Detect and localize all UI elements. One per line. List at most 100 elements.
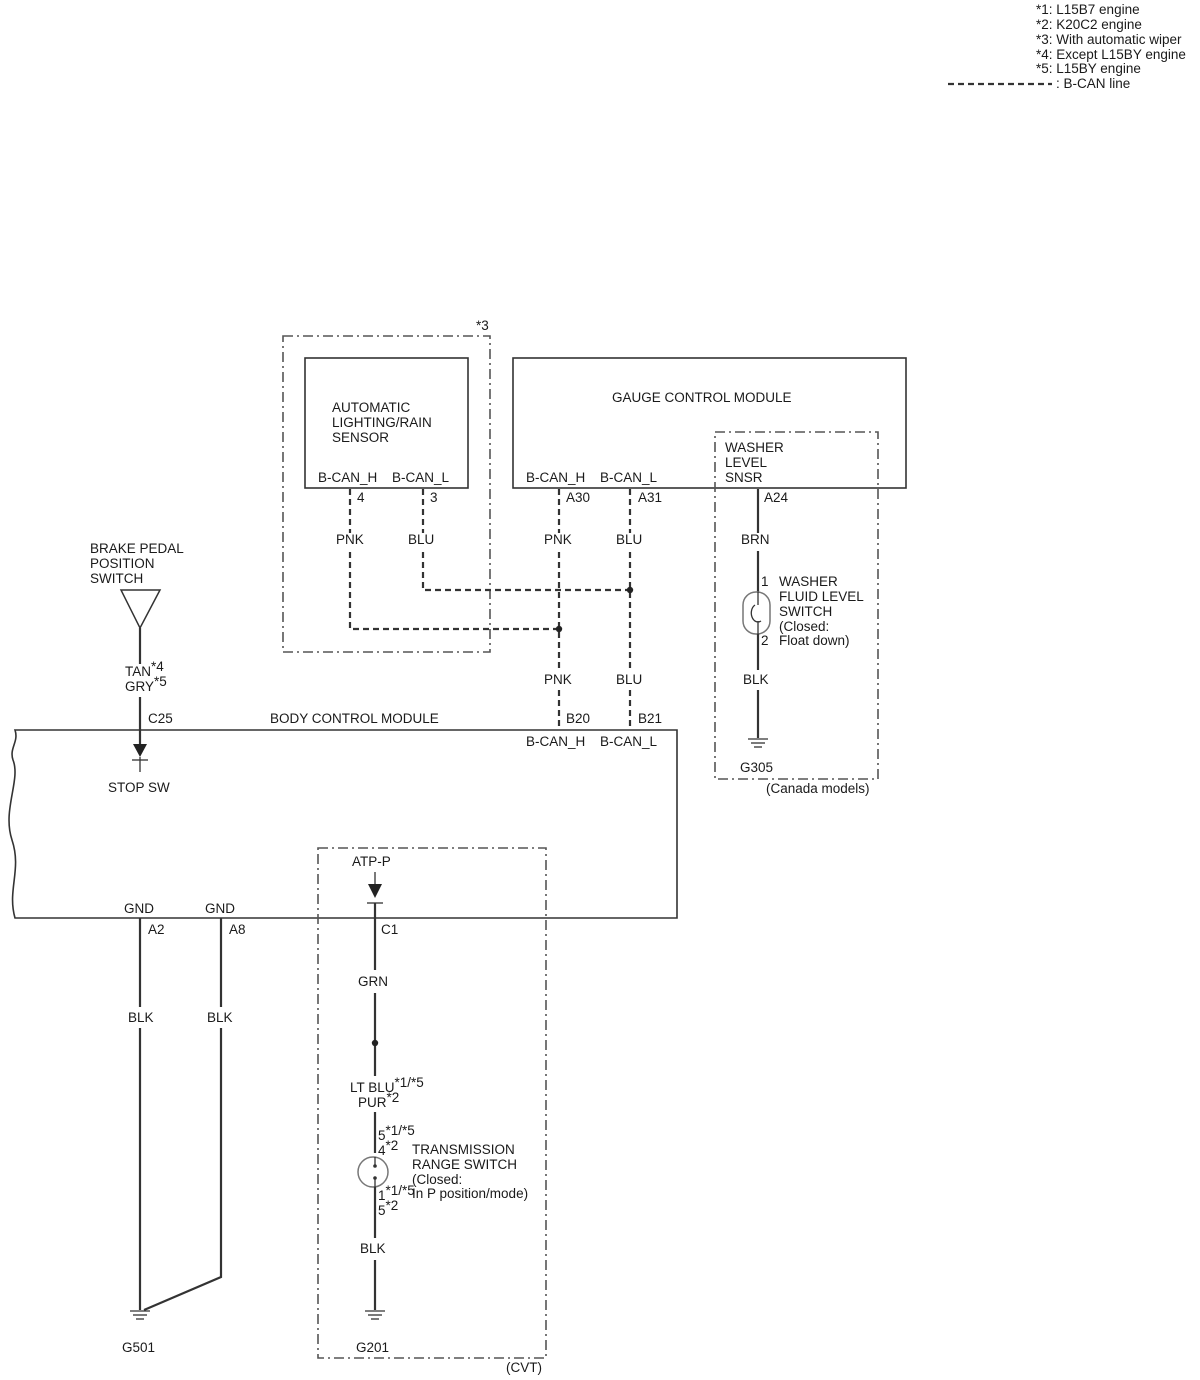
trans-wire-color-2: PUR*2: [358, 1090, 399, 1110]
rain-sensor-can-l-wire: [421, 489, 630, 592]
can-l-splice: [626, 586, 634, 594]
legend-note-3: *3: With automatic wiper: [1036, 32, 1182, 47]
trans-switch-contact-top: [373, 1164, 377, 1168]
brake-switch-name-line1: BRAKE PEDAL: [90, 541, 184, 556]
stop-sw-label: STOP SW: [108, 780, 170, 795]
transmission-range-switch-body: [357, 1156, 389, 1188]
rain-sensor-option-frame: [282, 335, 491, 653]
rain-sensor-can-h-label: B-CAN_H: [318, 470, 377, 485]
brake-wire-color-2: GRY*5: [125, 674, 167, 694]
rain-sensor-can-l-label: B-CAN_L: [392, 470, 450, 485]
trans-switch-name-line1: TRANSMISSION: [412, 1142, 515, 1157]
legend-can-line: : B-CAN line: [1056, 76, 1130, 91]
gauge-can-h-label: B-CAN_H: [526, 470, 585, 485]
ground-g201: G201: [356, 1340, 389, 1355]
bcm-pin-a2: A2: [148, 922, 165, 937]
rain-sensor-pin-l: 3: [430, 490, 438, 505]
body-control-module: BODY CONTROL MODULE B20 B21 B-CAN_H B-CA…: [8, 711, 678, 937]
brake-wire-color-1: TAN*4: [125, 659, 164, 679]
gauge-pin-a31: A31: [638, 490, 662, 505]
washer-switch-name-line4: (Closed:: [779, 619, 829, 634]
legend: *1: L15B7 engine *2: K20C2 engine *3: Wi…: [948, 2, 1186, 91]
gauge-control-module-box: [512, 357, 907, 489]
gauge-control-module-group: GAUGE CONTROL MODULE B-CAN_H B-CAN_L A30…: [512, 357, 907, 730]
ground-g305: G305: [740, 760, 773, 775]
rain-sensor-name-line3: SENSOR: [332, 430, 389, 445]
washer-level-sensor-line2: LEVEL: [725, 455, 768, 470]
legend-note-1: *1: L15B7 engine: [1036, 2, 1140, 17]
gauge-pin-a30: A30: [566, 490, 590, 505]
canada-models-option-frame: [714, 431, 879, 780]
bcm-pin-b21: B21: [638, 711, 662, 726]
can-h-splice: [555, 625, 563, 633]
bcm-side-wire-l-color: BLU: [616, 672, 642, 687]
washer-wire-top-color: BRN: [741, 532, 770, 547]
washer-circuit: BRN 1 2 WASHER FLUID LEVEL SWITCH (Close…: [714, 431, 879, 796]
brake-pedal-switch-group: BRAKE PEDAL POSITION SWITCH TAN*4 GRY*5 …: [90, 541, 184, 795]
washer-switch-pin-1: 1: [761, 574, 769, 589]
trans-pin-a1: 5*1/*5: [378, 1123, 415, 1143]
legend-note-5: *5: L15BY engine: [1036, 61, 1141, 76]
trans-wire-color-1: LT BLU*1/*5: [350, 1075, 424, 1095]
cvt-note: (CVT): [506, 1360, 542, 1375]
trans-pin-a2: 4*2: [378, 1138, 398, 1158]
legend-note-4: *4: Except L15BY engine: [1036, 47, 1186, 62]
washer-fluid-level-switch-contact: [750, 592, 762, 634]
trans-pin-b1: 1*1/*5: [378, 1183, 415, 1203]
brake-switch-name-line3: SWITCH: [90, 571, 143, 586]
trans-wire-top-color: GRN: [358, 974, 388, 989]
washer-switch-pin-2: 2: [761, 633, 769, 648]
rain-sensor-name-line2: LIGHTING/RAIN: [332, 415, 432, 430]
washer-switch-name-line5: Float down): [779, 633, 850, 648]
bcm-box: [8, 729, 678, 919]
bcm-gnd-label-2: GND: [205, 901, 235, 916]
washer-switch-name-line3: SWITCH: [779, 604, 832, 619]
washer-switch-name-line2: FLUID LEVEL: [779, 589, 864, 604]
bcm-can-l-label: B-CAN_L: [600, 734, 658, 749]
trans-switch-name-line4: In P position/mode): [412, 1186, 528, 1201]
gauge-wire-h-color: PNK: [544, 532, 572, 547]
bcm-pin-c25: C25: [148, 711, 173, 726]
stop-sw-input-arrow: [133, 744, 147, 757]
ground-g501: G501: [122, 1340, 155, 1355]
gauge-can-l-label: B-CAN_L: [600, 470, 658, 485]
bcm-side-wire-h-color: PNK: [544, 672, 572, 687]
transmission-circuit: GRN LT BLU*1/*5 PUR*2 5*1/*5 4*2 TRANSMI…: [317, 847, 547, 1375]
bcm-pin-b20: B20: [566, 711, 590, 726]
rain-sensor-name-line1: AUTOMATIC: [332, 400, 411, 415]
g501-ground-icon: [130, 1310, 150, 1320]
rain-sensor-pin-h: 4: [357, 490, 365, 505]
washer-level-sensor-line1: WASHER: [725, 440, 784, 455]
rain-sensor-option-note: *3: [476, 318, 489, 333]
g305-ground-icon: [748, 738, 768, 748]
trans-switch-name-line3: (Closed:: [412, 1172, 462, 1187]
trans-wire-bottom-color: BLK: [360, 1241, 386, 1256]
gnd-a8-wire-color: BLK: [207, 1010, 233, 1025]
washer-wire-bottom-color: BLK: [743, 672, 769, 687]
bcm-atp-p-label: ATP-P: [352, 854, 391, 869]
bcm-gnd-label-1: GND: [124, 901, 154, 916]
rain-sensor-group: *3 AUTOMATIC LIGHTING/RAIN SENSOR B-CAN_…: [282, 318, 630, 653]
gnd-a2-wire-color: BLK: [128, 1010, 154, 1025]
trans-switch-contact-bottom: [373, 1176, 377, 1180]
brake-switch-symbol: [119, 589, 162, 630]
canada-models-note: (Canada models): [766, 781, 870, 796]
ground-circuit-g501: BLK BLK G501: [122, 918, 233, 1355]
rain-sensor-wire-h-color: PNK: [336, 532, 364, 547]
bcm-can-h-label: B-CAN_H: [526, 734, 585, 749]
trans-pin-b2: 5*2: [378, 1198, 398, 1218]
washer-level-sensor-line3: SNSR: [725, 470, 763, 485]
gnd-a8-wire-2: [143, 1028, 223, 1312]
bcm-pin-c1: C1: [381, 922, 398, 937]
rain-sensor-wire-l-color: BLU: [408, 532, 434, 547]
bcm-pin-a8: A8: [229, 922, 246, 937]
cvt-option-frame: [317, 847, 547, 1359]
bcm-name: BODY CONTROL MODULE: [270, 711, 439, 726]
gauge-wire-l-color: BLU: [616, 532, 642, 547]
trans-switch-name-line2: RANGE SWITCH: [412, 1157, 517, 1172]
atp-p-input-arrow: [368, 884, 382, 898]
rain-sensor-box: [304, 357, 469, 489]
trans-connector-dot: [371, 1039, 379, 1047]
legend-note-2: *2: K20C2 engine: [1036, 17, 1142, 32]
